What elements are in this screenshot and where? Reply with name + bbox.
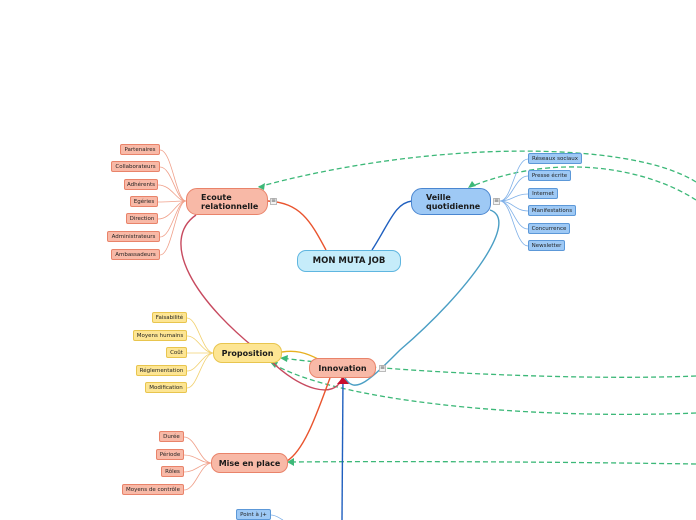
connector-central-veille	[371, 200, 413, 251]
leaf-reseaux-sociaux[interactable]: Réseaux sociaux	[528, 153, 582, 164]
leaf-faisabilite[interactable]: Faisabilité	[152, 312, 187, 323]
topic-proposition-label: Proposition	[221, 348, 274, 358]
notes-icon[interactable]: ≡	[493, 197, 500, 205]
topic-innovation-label: Innovation	[318, 363, 367, 373]
topic-mise-en-place[interactable]: Mise en place	[211, 453, 288, 473]
leaf-moyens-humains[interactable]: Moyens humains	[133, 330, 187, 341]
leaf-internet[interactable]: Internet	[528, 188, 558, 199]
connector-innovation-mise	[286, 377, 331, 462]
leaf-concurrence[interactable]: Concurrence	[528, 223, 570, 234]
leaf-modification[interactable]: Modification	[145, 382, 187, 393]
central-topic-label: MON MUTA JOB	[312, 255, 386, 266]
arrowhead-innovation	[270, 362, 278, 368]
ecoute-leaf-connectors	[157, 149, 187, 256]
notes-icon[interactable]: ≡	[270, 197, 277, 205]
leaf-point-a-j[interactable]: Point à j+	[236, 509, 271, 520]
relation-curve-ecoute	[257, 150, 696, 188]
relation-curve-proposition	[280, 357, 696, 378]
central-topic[interactable]: MON MUTA JOB	[297, 250, 401, 272]
notes-icon[interactable]: ≡	[379, 364, 386, 372]
bottom-leaf-connector	[270, 514, 284, 520]
topic-innovation[interactable]: Innovation	[309, 358, 376, 378]
leaf-manifestations[interactable]: Manifestations	[528, 205, 576, 216]
leaf-administrateurs[interactable]: Administrateurs	[107, 231, 160, 242]
arrowhead-proposition	[280, 355, 288, 362]
leaf-ambassadeurs[interactable]: Ambassadeurs	[111, 249, 160, 260]
leaf-roles[interactable]: Rôles	[161, 466, 184, 477]
topic-mise-label: Mise en place	[218, 458, 281, 468]
veille-leaf-connectors	[499, 158, 529, 247]
topic-ecoute-label: Ecoute relationnelle	[201, 192, 259, 211]
leaf-collaborateurs[interactable]: Collaborateurs	[111, 161, 160, 172]
relation-curve-mise	[287, 460, 696, 465]
topic-ecoute-relationnelle[interactable]: Ecoute relationnelle	[186, 188, 268, 215]
arrowhead-mise	[287, 458, 294, 466]
relation-curve-veille	[469, 166, 696, 201]
leaf-duree[interactable]: Durée	[159, 431, 184, 442]
relation-curve-innovation	[269, 361, 696, 416]
connector-central-ecoute	[267, 200, 327, 251]
leaf-partenaires[interactable]: Partenaires	[120, 144, 160, 155]
leaf-presse-ecrite[interactable]: Presse écrite	[528, 170, 571, 181]
connector-veille-innovation	[344, 209, 500, 386]
arrowhead-ecoute	[258, 183, 265, 190]
arrowhead-veille	[468, 181, 476, 188]
leaf-egeries[interactable]: Egéries	[130, 196, 158, 207]
leaf-periode[interactable]: Période	[156, 449, 184, 460]
arrowhead-innovation-red	[337, 377, 349, 384]
leaf-cout[interactable]: Coût	[166, 347, 187, 358]
leaf-moyens-de-controle[interactable]: Moyens de contrôle	[122, 484, 184, 495]
leaf-reglementation[interactable]: Réglementation	[136, 365, 187, 376]
leaf-adherents[interactable]: Adhérents	[124, 179, 158, 190]
topic-veille-quotidienne[interactable]: Veille quotidienne	[411, 188, 491, 215]
proposition-leaf-connectors	[186, 317, 215, 389]
topic-veille-label: Veille quotidienne	[426, 192, 481, 211]
leaf-newsletter[interactable]: Newsletter	[528, 240, 565, 251]
topic-proposition[interactable]: Proposition	[213, 343, 282, 363]
mise-leaf-connectors	[183, 436, 213, 491]
leaf-direction[interactable]: Direction	[126, 213, 158, 224]
connector-innovation-bottom	[341, 377, 344, 520]
